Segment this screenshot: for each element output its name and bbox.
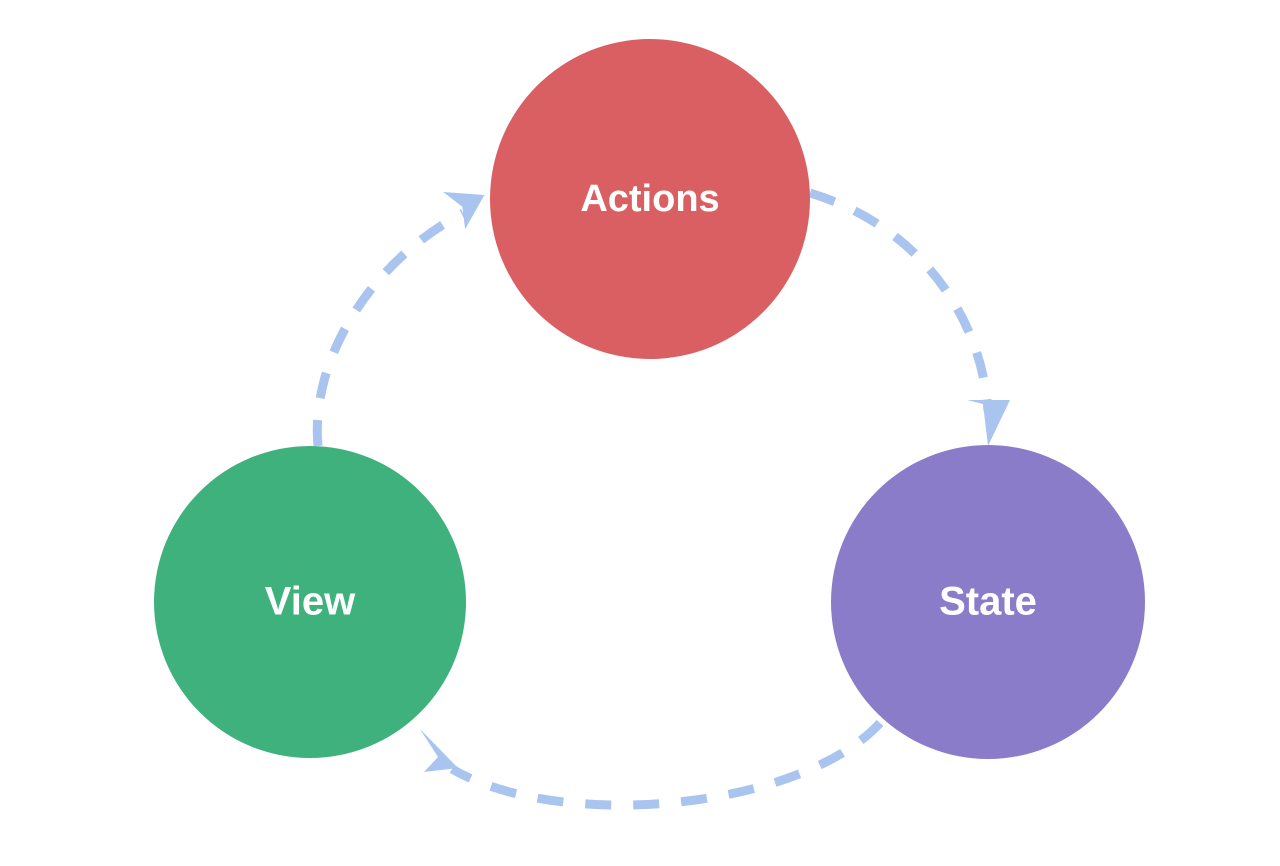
- edge-view-to-actions: [312, 192, 485, 447]
- node-label-actions: Actions: [580, 178, 719, 220]
- node-view[interactable]: View: [154, 446, 466, 758]
- node-label-state: State: [939, 580, 1037, 624]
- edges-layer: [312, 188, 1010, 810]
- node-circle-view[interactable]: [154, 446, 466, 758]
- node-state[interactable]: State: [831, 445, 1145, 759]
- node-circle-actions[interactable]: [490, 39, 810, 359]
- edge-state-to-view: [420, 719, 884, 810]
- edge-path-actions-to-state: [808, 188, 993, 412]
- arrowhead-icon-actions-to-state: [967, 400, 1010, 446]
- edge-path-view-to-actions: [312, 209, 466, 447]
- node-circle-state[interactable]: [831, 445, 1145, 759]
- arrowhead-icon-state-to-view: [420, 729, 458, 772]
- node-label-view: View: [265, 580, 356, 624]
- edge-actions-to-state: [808, 188, 1010, 446]
- node-actions[interactable]: Actions: [490, 39, 810, 359]
- nodes-layer: Actions View State: [154, 39, 1145, 759]
- arrowhead-icon-view-to-actions: [443, 192, 485, 230]
- edge-path-state-to-view: [449, 719, 884, 810]
